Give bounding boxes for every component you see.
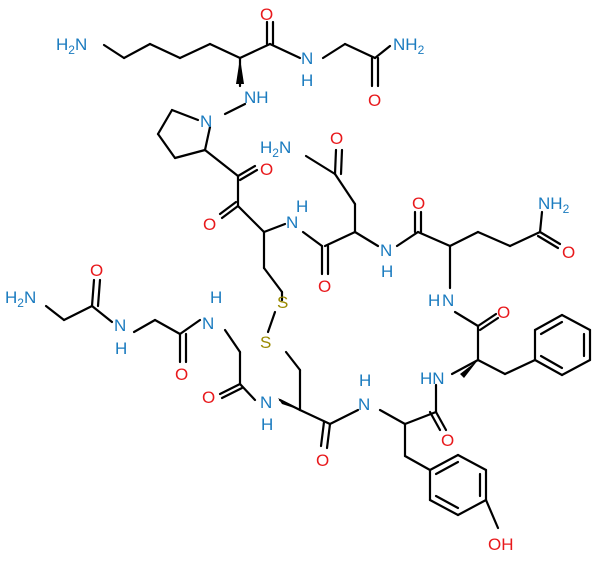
label-o-pro-c1: O [260, 160, 273, 179]
label-n-tyr: N [358, 395, 370, 414]
label-nh2-gln: NH2 [538, 194, 570, 216]
label-o-cys2: O [316, 451, 329, 470]
label-n-gln: N [442, 291, 454, 310]
label-hn-phe: HN [420, 369, 445, 388]
label-o-gly2: O [175, 365, 188, 384]
label-lys-amine: H2N [56, 35, 87, 57]
label-s2: S [260, 333, 271, 352]
label-h-cys1: H [296, 197, 308, 216]
label-h2n-gly1: H2N [5, 288, 36, 310]
label-n-asn: N [380, 241, 392, 260]
label-o-gly3: O [202, 388, 215, 407]
atom-labels: H2N NH N H NH2 O O N H2N O O O N H O N H… [5, 5, 575, 554]
label-n-cys2: N [260, 393, 272, 412]
label-h-gly2: H [115, 339, 127, 358]
label-h-gln: H [428, 291, 440, 310]
label-h-cys2: H [261, 415, 273, 434]
label-n-gly2: N [114, 316, 126, 335]
label-n-gly3: N [202, 314, 214, 333]
label-o-top2: O [368, 91, 381, 110]
label-o-gln-bb: O [412, 194, 425, 213]
label-o-asn-side: O [330, 129, 343, 148]
label-o-pro-c2: O [203, 215, 216, 234]
bonds [44, 20, 592, 530]
label-gly-amide-h: H [301, 71, 313, 90]
label-o-tyr: O [441, 431, 454, 450]
label-s1: S [277, 293, 288, 312]
label-o-phe: O [497, 303, 510, 322]
label-oh: OH [488, 535, 514, 554]
label-o-gly1: O [90, 261, 103, 280]
label-o-cys1: O [318, 277, 331, 296]
label-nh2-top: NH2 [393, 35, 425, 57]
label-o-top1: O [260, 5, 273, 24]
label-o-gln-side: O [562, 243, 575, 262]
label-n-cys1: N [286, 213, 298, 232]
stereo-bonds [236, 58, 478, 410]
label-h-gly3: H [210, 288, 222, 307]
label-nh-lys: NH [244, 88, 269, 107]
label-h-asn: H [381, 262, 393, 281]
label-n-pro: N [200, 112, 212, 131]
label-h2n-asn: H2N [260, 138, 291, 160]
label-gly-amide-n: N [301, 49, 313, 68]
label-h-tyr: H [359, 371, 371, 390]
